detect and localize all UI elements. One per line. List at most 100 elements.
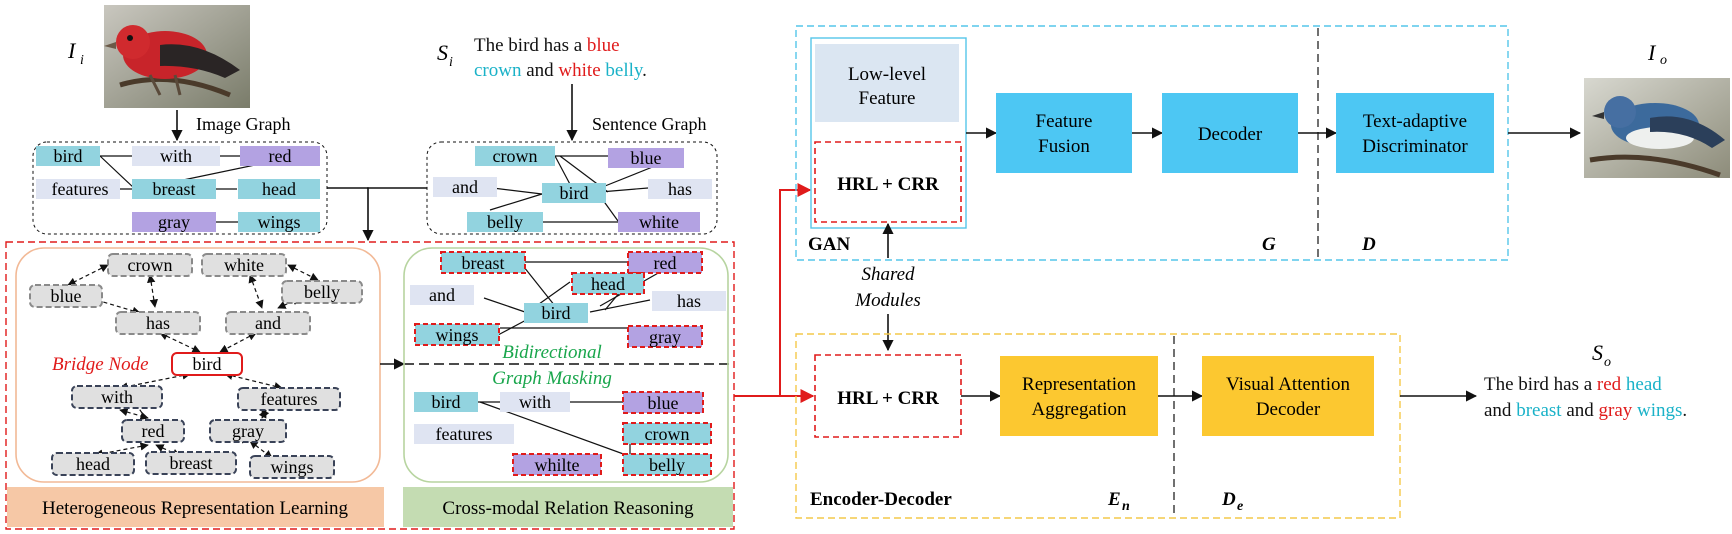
aggregation-line1: Representation	[1022, 374, 1136, 395]
discriminator-line2: Discriminator	[1362, 136, 1468, 157]
svg-text:crown: crown	[645, 424, 690, 444]
svg-text:bird: bird	[54, 146, 83, 166]
svg-text:HRL + CRR: HRL + CRR	[837, 388, 939, 409]
svg-text:blue: blue	[51, 286, 82, 306]
shared-line1: Shared	[861, 264, 915, 285]
svg-text:head: head	[591, 274, 625, 294]
sentence-word: The bird has a	[474, 35, 587, 56]
sentence-word: crown	[474, 60, 522, 81]
output-sentence-label: S o	[1592, 340, 1611, 370]
hrl-footer-bg	[7, 487, 384, 527]
svg-text:breast: breast	[462, 253, 505, 273]
bidirectional-label: Bidirectional	[502, 342, 602, 363]
svg-text:has: has	[668, 179, 692, 199]
output-word: head	[1621, 374, 1662, 395]
svg-text:n: n	[1122, 499, 1130, 514]
crr-upper-nodes: breast red head and has bird wings gray	[410, 251, 726, 348]
input-bird-image	[104, 5, 250, 108]
svg-text:has: has	[146, 313, 170, 333]
svg-text:head: head	[262, 179, 296, 199]
sentence-graph-title: Sentence Graph	[592, 114, 706, 134]
output-word: gray	[1599, 400, 1633, 421]
svg-text:white: white	[639, 212, 679, 232]
svg-text:and: and	[255, 313, 281, 333]
output-word: .	[1682, 400, 1687, 421]
svg-text:Decoder: Decoder	[1198, 124, 1263, 145]
output-word: and	[1562, 400, 1599, 421]
svg-text:red: red	[269, 146, 292, 166]
svg-text:i: i	[80, 53, 84, 68]
input-image-label: I i	[67, 38, 84, 68]
hrl-crr-panel	[5, 241, 735, 530]
svg-text:S: S	[1592, 340, 1603, 365]
svg-text:and: and	[429, 285, 455, 305]
encdec-label: Encoder-Decoder	[810, 489, 952, 510]
input-sentence: The bird has a blue crown and white bell…	[474, 35, 647, 81]
hrl-box	[15, 247, 381, 483]
output-sentence: The bird has a red head and breast and g…	[1484, 374, 1687, 421]
svg-text:breast: breast	[153, 179, 196, 199]
output-image-label: I o	[1647, 40, 1667, 68]
svg-text:with: with	[101, 387, 133, 407]
feature-fusion-block	[996, 93, 1132, 173]
image-graph-nodes: bird with red features breast head gray …	[36, 146, 320, 232]
svg-text:gray: gray	[649, 327, 681, 347]
gan-label: GAN	[808, 234, 851, 255]
attention-block	[1202, 356, 1374, 436]
svg-text:wings: wings	[435, 325, 478, 345]
svg-text:breast: breast	[170, 453, 213, 473]
output-word: The bird has a	[1484, 374, 1597, 395]
svg-text:HRL + CRR: HRL + CRR	[837, 174, 939, 195]
output-bird-image	[1584, 78, 1730, 178]
svg-text:bird: bird	[542, 303, 571, 323]
sentence-word: white	[558, 60, 600, 81]
output-word: breast	[1516, 400, 1562, 421]
svg-text:crown: crown	[128, 255, 173, 275]
svg-text:blue: blue	[648, 393, 679, 413]
feature-fusion-line1: Feature	[1036, 111, 1093, 132]
encdec-hrl-crr	[814, 354, 962, 438]
crr-lower-nodes: bird with blue features crown whilte bel…	[414, 391, 712, 476]
svg-text:e: e	[1237, 499, 1243, 514]
gan-hrl-crr	[814, 141, 962, 223]
svg-text:belly: belly	[649, 455, 685, 475]
aggregation-block	[1000, 356, 1158, 436]
aggregation-line2: Aggregation	[1032, 399, 1127, 420]
sentence-word: belly	[601, 60, 644, 81]
svg-text:S: S	[437, 40, 448, 65]
svg-text:o: o	[1604, 355, 1611, 370]
svg-text:gray: gray	[232, 421, 264, 441]
feature-fusion-line2: Fusion	[1038, 136, 1090, 157]
svg-text:red: red	[654, 253, 677, 273]
svg-text:features: features	[52, 179, 109, 199]
low-level-line1: Low-level	[848, 64, 926, 85]
svg-text:bird: bird	[432, 392, 461, 412]
svg-text:I: I	[67, 38, 77, 63]
svg-text:features: features	[436, 424, 493, 444]
svg-text:crown: crown	[493, 146, 538, 166]
attention-line1: Visual Attention	[1226, 374, 1350, 395]
svg-text:D: D	[1221, 489, 1236, 510]
svg-text:gray: gray	[158, 212, 190, 232]
attention-line2: Decoder	[1256, 399, 1321, 420]
gan-panel	[795, 25, 1509, 261]
sentence-word: and	[521, 60, 558, 81]
discriminator-line1: Text-adaptive	[1363, 111, 1467, 132]
en-label: E n	[1107, 489, 1130, 514]
svg-text:wings: wings	[270, 457, 313, 477]
svg-text:belly: belly	[487, 212, 523, 232]
svg-text:with: with	[160, 146, 192, 166]
svg-text:E: E	[1107, 489, 1121, 510]
svg-text:bird: bird	[560, 183, 589, 203]
output-word: red	[1597, 374, 1622, 395]
sentence-graph-nodes: crown blue and bird has belly white	[433, 146, 712, 232]
graph-masking-label: Graph Masking	[492, 368, 612, 389]
d-label: D	[1361, 234, 1376, 255]
svg-text:blue: blue	[631, 148, 662, 168]
low-level-feature	[815, 44, 959, 122]
svg-text:red: red	[142, 421, 165, 441]
svg-text:head: head	[76, 454, 110, 474]
svg-text:white: white	[224, 255, 264, 275]
svg-text:has: has	[677, 291, 701, 311]
